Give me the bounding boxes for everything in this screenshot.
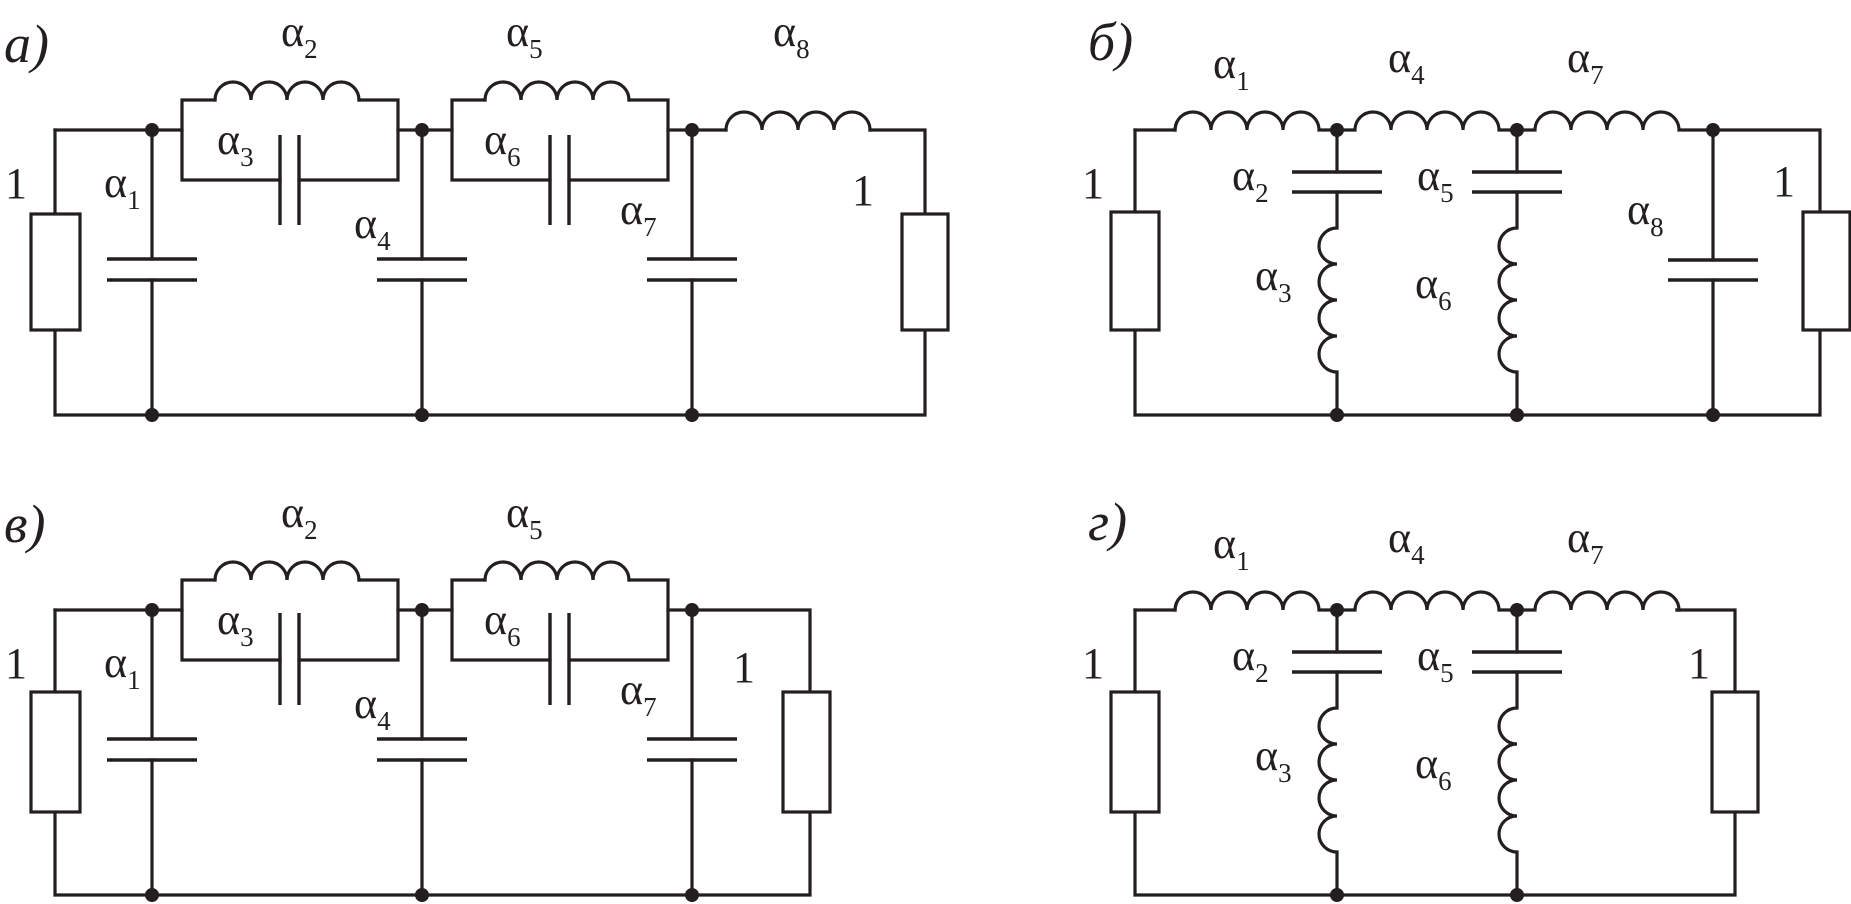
- label-v-4: α4: [354, 679, 391, 736]
- label-v-5: α5: [506, 488, 543, 545]
- load-resistor-g: [1710, 690, 1760, 814]
- capacitor-g-2: [1292, 650, 1382, 674]
- frame-wires-a: [53, 128, 927, 417]
- panel-label-b: б): [1088, 12, 1133, 72]
- inductor-v-5: [483, 560, 631, 582]
- label-b-6: α6: [1415, 259, 1452, 316]
- label-a-7: α7: [620, 185, 657, 242]
- label-b-1: α1: [1213, 39, 1250, 96]
- label-b-7: α7: [1567, 33, 1604, 90]
- label-a-8: α8: [773, 7, 810, 64]
- label-g-7: α7: [1567, 513, 1604, 570]
- label-b-8: α8: [1627, 185, 1664, 242]
- label-g-5: α5: [1417, 631, 1454, 688]
- circuit-g: г) 1 1 α1 α2 α3 α4 α5 α6 α7: [1082, 492, 1760, 902]
- label-a-1: α1: [104, 158, 141, 215]
- capacitor-v-7: [647, 737, 737, 762]
- capacitor-b-2: [1292, 170, 1382, 194]
- capacitor-v-3: [278, 613, 301, 705]
- circuit-b: б) 1 1 α1 α2 α3 α4 α5 α6 α7 α8: [1082, 12, 1851, 422]
- tank2-a: [450, 98, 670, 182]
- label-v-3: α3: [217, 595, 254, 652]
- junctions-a: [145, 123, 699, 422]
- capacitor-b-5: [1472, 170, 1562, 194]
- label-g-3: α3: [1255, 731, 1292, 788]
- source-resistor-a: [29, 212, 82, 332]
- label-a-3: α3: [217, 115, 254, 172]
- label-v-7: α7: [620, 665, 657, 722]
- source-resistor-v: [29, 690, 82, 814]
- label-a-6: α6: [484, 115, 521, 172]
- label-g-2: α2: [1232, 631, 1269, 688]
- inductor-b-4: [1335, 110, 1519, 132]
- label-g-1: α1: [1213, 519, 1250, 576]
- tank2-v: [450, 578, 670, 662]
- capacitor-g-5: [1472, 650, 1562, 674]
- load-label-a: 1: [852, 166, 874, 215]
- label-b-5: α5: [1417, 151, 1454, 208]
- source-label-g: 1: [1082, 639, 1104, 688]
- capacitor-b-8: [1668, 258, 1758, 282]
- inductor-b-1: [1173, 110, 1339, 132]
- label-a-2: α2: [281, 7, 318, 64]
- capacitor-a-1: [107, 257, 197, 282]
- load-label-g: 1: [1688, 639, 1710, 688]
- tank1-v: [180, 578, 400, 662]
- capacitor-a-4: [377, 257, 467, 282]
- inductor-a-5: [483, 80, 631, 102]
- label-g-6: α6: [1415, 739, 1452, 796]
- inductor-a-8: [724, 110, 872, 132]
- panel-label-v: в): [4, 494, 45, 554]
- label-g-4: α4: [1388, 513, 1425, 570]
- junctions-g: [1330, 603, 1524, 902]
- label-b-4: α4: [1388, 33, 1425, 90]
- label-v-1: α1: [104, 638, 141, 695]
- label-v-2: α2: [281, 488, 318, 545]
- tank1-a: [180, 98, 400, 182]
- circuit-a: а) 1 1 α2 α3 α1 α4: [4, 7, 950, 422]
- panel-label-a: а): [4, 14, 49, 74]
- load-resistor-v: [781, 690, 832, 814]
- inductor-a-2: [213, 80, 361, 102]
- capacitor-v-1: [107, 737, 197, 762]
- source-label-b: 1: [1082, 159, 1104, 208]
- inductor-g-1: [1173, 590, 1339, 612]
- load-label-v: 1: [733, 643, 755, 692]
- frame-wires-b: [1133, 128, 1822, 417]
- label-b-3: α3: [1255, 251, 1292, 308]
- inductor-v-2: [213, 560, 361, 582]
- inductor-g-7: [1515, 590, 1681, 612]
- frame-wires-g: [1133, 608, 1737, 897]
- label-b-2: α2: [1232, 151, 1269, 208]
- load-resistor-a: [900, 212, 950, 332]
- inductor-b-7: [1515, 110, 1715, 132]
- capacitor-a-6: [548, 135, 571, 225]
- load-resistor-b: [1801, 210, 1851, 332]
- frame-wires-v: [53, 608, 812, 897]
- junctions-v: [145, 603, 699, 902]
- label-a-5: α5: [506, 7, 543, 64]
- capacitor-a-7: [647, 257, 737, 282]
- label-a-4: α4: [354, 199, 391, 256]
- inductor-g-4: [1335, 590, 1519, 612]
- source-label-v: 1: [5, 639, 27, 688]
- panel-label-g: г): [1088, 492, 1127, 552]
- circuit-v: в) 1 1 α2 α3 α1 α4 α5 α6 α7: [4, 488, 832, 902]
- load-label-b: 1: [1773, 157, 1795, 206]
- capacitor-v-4: [377, 737, 467, 762]
- source-resistor-g: [1109, 690, 1161, 814]
- capacitor-a-3: [278, 135, 301, 225]
- source-resistor-b: [1109, 210, 1161, 332]
- label-v-6: α6: [484, 595, 521, 652]
- junctions-b: [1330, 123, 1720, 422]
- source-label-a: 1: [5, 159, 27, 208]
- capacitor-v-6: [548, 613, 571, 705]
